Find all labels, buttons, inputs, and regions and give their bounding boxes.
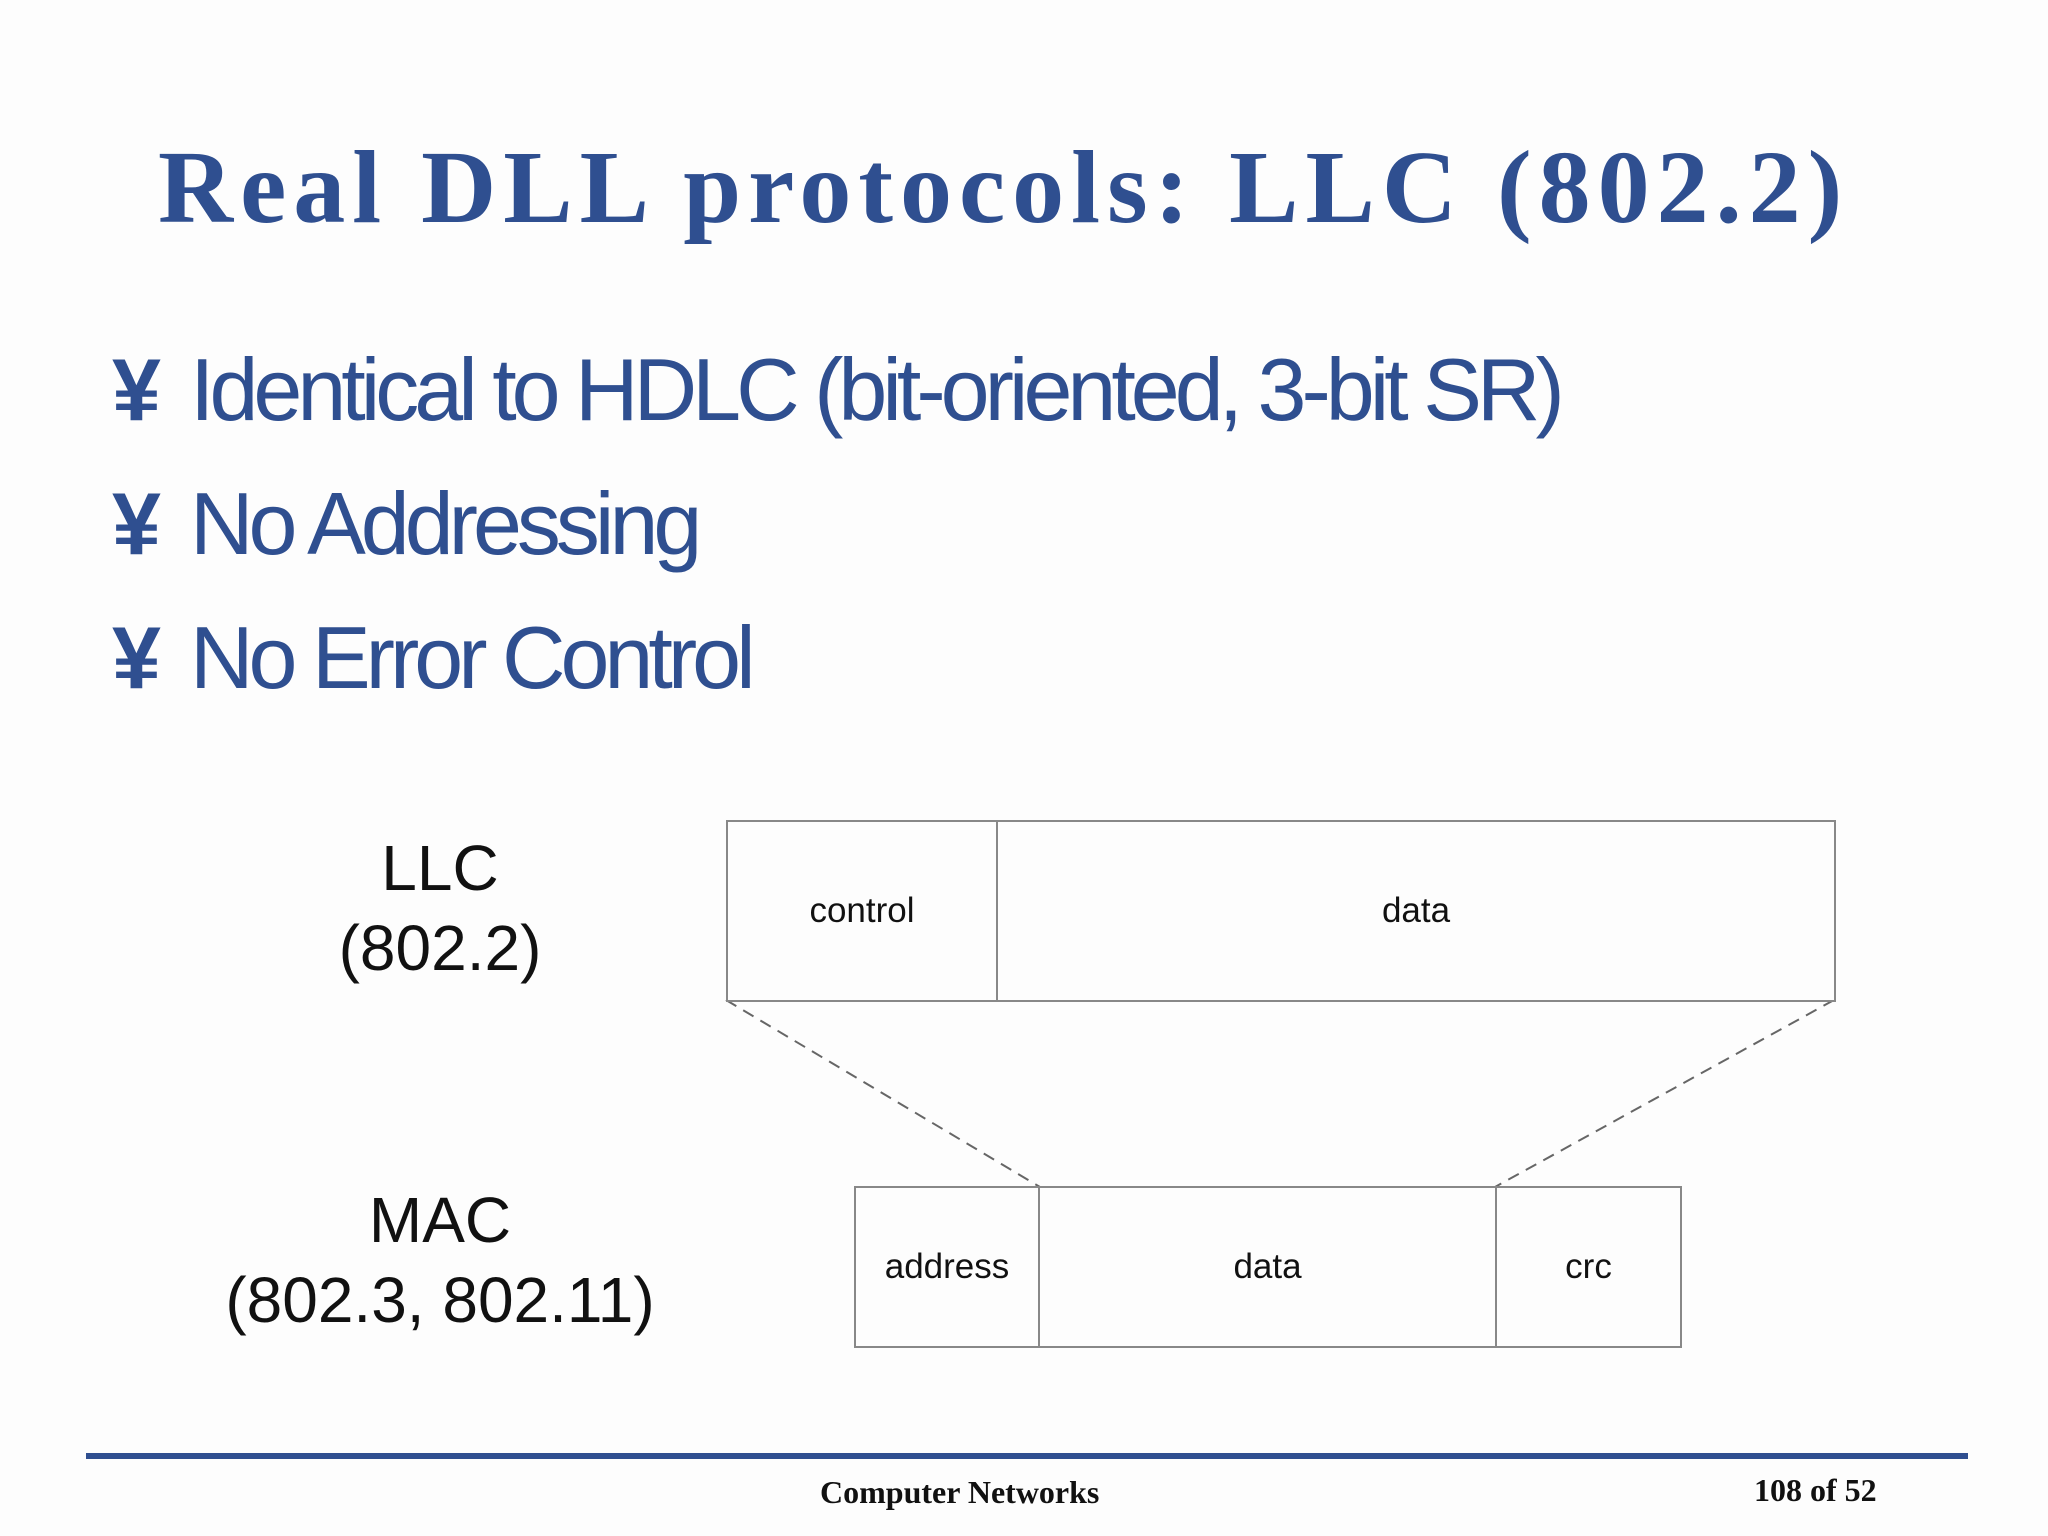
mac-crc-field: crc [1495,1186,1682,1348]
mac-label-name: MAC [368,1184,512,1256]
footer-course-name: Computer Networks [820,1474,1100,1510]
llc-layer-label: LLC (802.2) [320,828,560,988]
bullet-text: No Addressing [190,474,702,573]
llc-data-field: data [996,820,1836,1002]
mac-layer-label: MAC (802.3, 802.11) [200,1180,680,1340]
right-dashed-connector [1494,999,1835,1188]
llc-control-field: control [726,820,998,1002]
bullet-item: ¥ Identical to HDLC (bit-oriented, 3-bit … [112,340,1565,474]
bullet-text: Identical to HDLC (bit-oriented, 3-bit S… [190,340,1565,439]
bullet-item: ¥ No Error Control [112,608,1560,742]
mac-data-field: data [1038,1186,1497,1348]
bullet-text: No Error Control [190,608,756,707]
llc-label-standard: (802.2) [338,912,542,984]
left-dashed-connector [725,999,1041,1188]
bullet-list: ¥ Identical to HDLC (bit-oriented, 3-bit … [112,340,1565,742]
mac-address-field: address [854,1186,1040,1348]
bullet-marker: ¥ [112,608,161,707]
bullet-marker: ¥ [112,474,161,573]
llc-label-name: LLC [381,832,499,904]
mac-label-standard: (802.3, 802.11) [225,1264,655,1336]
bullet-marker: ¥ [112,340,161,439]
footer-divider [86,1453,1968,1459]
footer-page-number: 108 of 52 [1754,1472,1877,1508]
slide-title: Real DLL protocols: LLC (802.2) [158,130,1850,245]
bullet-item: ¥ No Addressing [112,474,1560,608]
